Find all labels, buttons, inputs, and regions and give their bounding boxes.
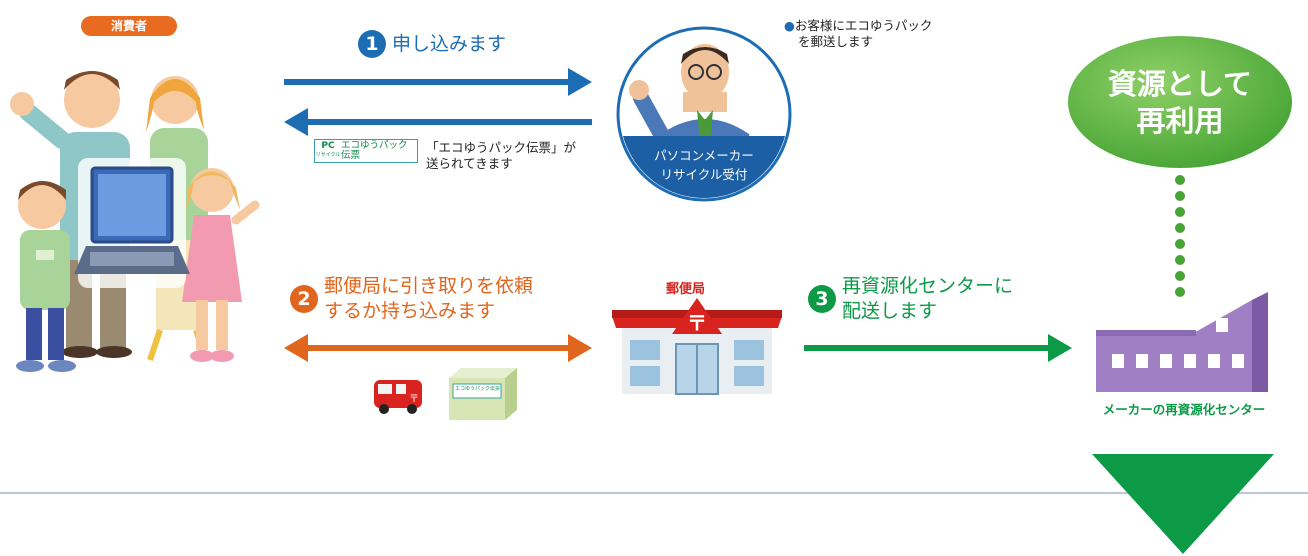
- arrow-consumer-postoffice: [284, 334, 592, 362]
- box-slip-label: エコゆうパック伝票: [455, 386, 501, 392]
- maker-note: ●お客様にエコゆうパック を郵送します: [784, 18, 933, 49]
- step3-number: 3: [808, 285, 836, 313]
- dotted-connector: [1175, 175, 1185, 297]
- svg-text:〒: 〒: [409, 394, 419, 405]
- reception-label-1: パソコンメーカー: [654, 148, 754, 163]
- step3-text-1: 再資源化センターに: [842, 275, 1014, 297]
- reuse-text: 資源として 再利用: [1107, 67, 1253, 138]
- bullet-icon: ●: [784, 18, 795, 33]
- slip-note: 「エコゆうパック伝票」が 送られてきます: [426, 140, 577, 171]
- step2-label: 2 郵便局に引き取りを依頼 するか持ち込みます: [290, 274, 533, 324]
- eco-pack-slip: PC リサイクル エコゆうパック 伝票: [314, 139, 418, 163]
- post-office-label: 郵便局: [666, 282, 706, 297]
- pc-recycle-logo: PC リサイクル: [315, 141, 341, 159]
- reception-label-2: リサイクル受付: [661, 167, 748, 182]
- postal-truck-icon: 〒: [374, 380, 422, 414]
- arrow-to-maker: [284, 68, 592, 96]
- daughter-figure: [182, 168, 260, 362]
- step3-label: 3 再資源化センターに 配送します: [808, 274, 1013, 324]
- center-label: メーカーの再資源化センター: [1102, 402, 1266, 417]
- step2-text-2: するか持ち込みます: [324, 300, 496, 322]
- divider: [0, 492, 1308, 494]
- recycling-center-building: [1096, 292, 1268, 392]
- consumer-label: 消費者: [81, 16, 177, 36]
- step1-number: 1: [358, 30, 386, 58]
- maker-reception-illustration: パソコンメーカー リサイクル受付: [616, 26, 792, 202]
- step2-text-1: 郵便局に引き取りを依頼: [324, 275, 534, 297]
- son-figure: [16, 181, 76, 372]
- slip-title2: 伝票: [341, 150, 361, 161]
- package-box-icon: [449, 368, 517, 420]
- arrow-to-consumer: [284, 108, 592, 136]
- reuse-bubble: [1068, 36, 1292, 168]
- arrow-to-center: [804, 334, 1072, 362]
- step1-label: 1 申し込みます: [358, 30, 506, 58]
- step2-number: 2: [290, 285, 318, 313]
- post-office-building: 〒: [612, 298, 782, 395]
- laptop-icon: [74, 158, 190, 288]
- step1-text: 申し込みます: [392, 32, 507, 55]
- down-arrow-icon: [1092, 454, 1274, 554]
- slip-title: エコゆうパック: [341, 140, 408, 151]
- step3-text-2: 配送します: [842, 300, 938, 322]
- svg-text:〒: 〒: [687, 311, 707, 335]
- family-illustration: [10, 71, 260, 372]
